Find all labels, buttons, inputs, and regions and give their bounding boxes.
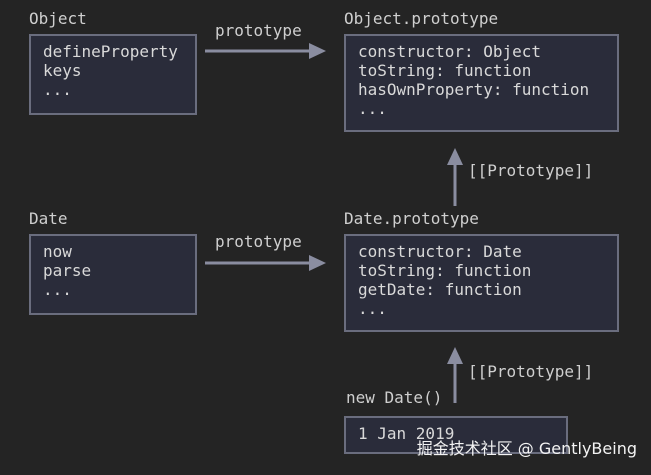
object-prototype-item: toString: function	[358, 61, 532, 80]
object-prototype-item: ...	[358, 99, 387, 118]
object-title: Object	[29, 9, 87, 28]
date-prototype-item: constructor: Date	[358, 242, 522, 261]
prototype-arrow-top	[205, 43, 326, 59]
object-prototype-item: constructor: Object	[358, 42, 542, 61]
new-date-value: 1 Jan 2019	[358, 424, 455, 443]
date-item: now	[43, 242, 72, 261]
proto-link-label-bottom: [[Prototype]]	[468, 362, 594, 381]
prototype-arrow-bottom	[205, 255, 326, 271]
proto-link-arrow-top	[447, 148, 463, 206]
new-date-title: new Date()	[346, 388, 443, 407]
prototype-arrow-label-bottom: prototype	[215, 232, 302, 251]
proto-link-arrow-bottom	[447, 347, 463, 403]
object-prototype-title: Object.prototype	[344, 9, 499, 28]
date-item: ...	[43, 280, 72, 299]
date-title: Date	[29, 209, 68, 228]
object-item: keys	[43, 61, 82, 80]
date-prototype-box: constructor: Date toString: function get…	[344, 234, 619, 332]
date-prototype-title: Date.prototype	[344, 209, 479, 228]
object-box: defineProperty keys ...	[29, 34, 197, 115]
object-prototype-item: hasOwnProperty: function	[358, 80, 590, 99]
object-item: defineProperty	[43, 42, 178, 61]
watermark: 掘金技术社区 @ GentlyBeing	[416, 439, 637, 458]
object-prototype-box: constructor: Object toString: function h…	[344, 34, 619, 132]
date-prototype-item: getDate: function	[358, 280, 522, 299]
object-item: ...	[43, 80, 72, 99]
date-box: now parse ...	[29, 234, 197, 315]
date-prototype-item: ...	[358, 299, 387, 318]
new-date-box: 1 Jan 2019	[344, 416, 568, 454]
date-prototype-item: toString: function	[358, 261, 532, 280]
proto-link-label-top: [[Prototype]]	[468, 161, 594, 180]
prototype-arrow-label-top: prototype	[215, 21, 302, 40]
date-item: parse	[43, 261, 92, 280]
